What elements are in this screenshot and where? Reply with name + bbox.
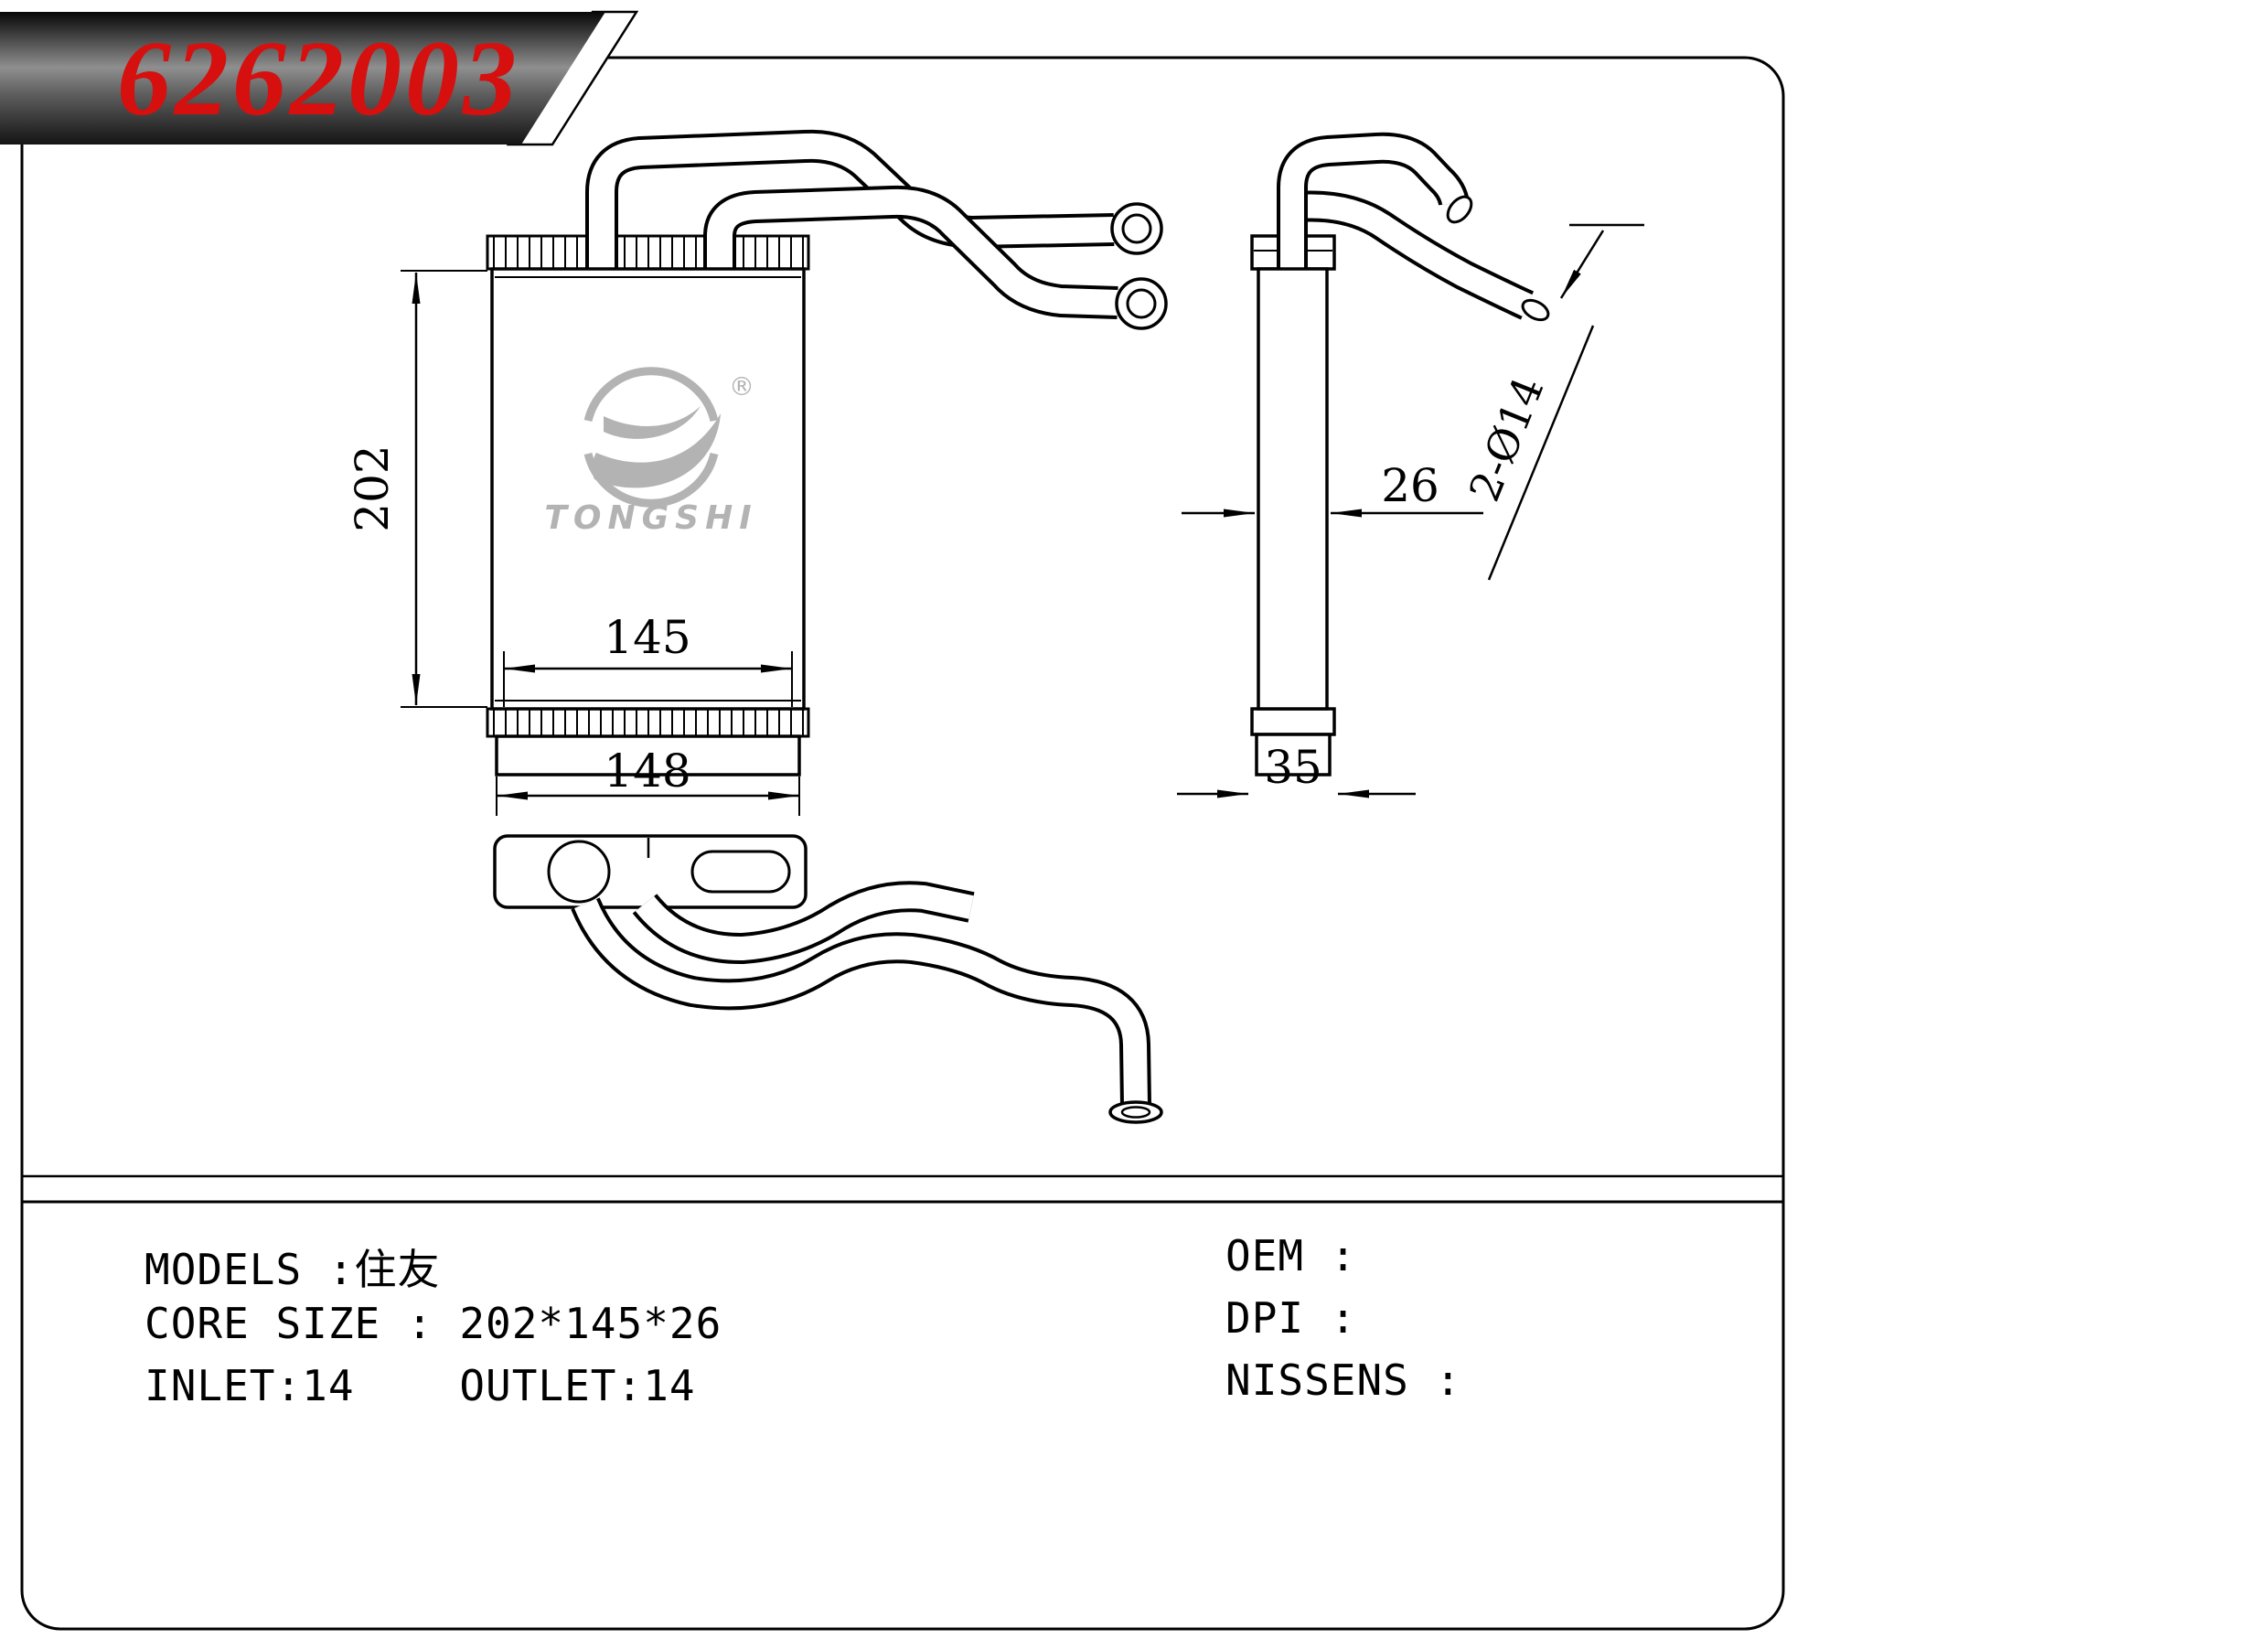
logo-brand-text: TONGSHI	[544, 499, 757, 537]
spec-oem: OEM :	[1225, 1231, 1357, 1280]
dim-core-height-value: 202	[346, 445, 399, 531]
pipe-fitting-rings	[1110, 202, 1168, 330]
dim-tank-depth-value: 35	[1264, 741, 1322, 794]
side-pipe-far-opening	[1521, 298, 1550, 322]
side-pipe-near	[1277, 132, 1470, 271]
logo-swoosh-upper	[604, 406, 701, 439]
side-pipe-near-opening	[1446, 195, 1473, 224]
dim-core-depth-value: 26	[1381, 459, 1439, 512]
pipe-diameter-note-value: 2-Ø14	[1460, 370, 1554, 508]
spec-inlet-outlet: INLET:14 OUTLET:14	[144, 1361, 696, 1410]
dim-core-height: 202	[346, 270, 487, 708]
front-view: ® TONGSHI 202 145 148	[346, 129, 1168, 816]
spec-core-size: CORE SIZE : 202*145*26	[144, 1299, 722, 1348]
logo-swoosh-lower	[592, 413, 721, 488]
dim-overall-width-value: 148	[604, 745, 690, 798]
top-view-inlet-hole	[547, 840, 611, 904]
logo-circle-top-arc	[583, 367, 719, 423]
side-pipe-far	[1295, 190, 1535, 320]
outlet-pipe	[703, 185, 1118, 319]
side-view: 26 35 2-Ø14	[1177, 132, 1644, 798]
top-view-tank	[493, 834, 808, 909]
side-bottom-tank	[1255, 733, 1332, 777]
side-bottom-header	[1250, 707, 1336, 736]
part-number-banner: 6262003	[0, 10, 639, 146]
dim-overall-width: 148	[496, 745, 800, 816]
dim-tank-depth: 35	[1177, 741, 1416, 798]
banner-background	[0, 12, 605, 145]
dim-core-width: 145	[503, 611, 793, 707]
dim-core-width-value: 145	[604, 611, 690, 664]
top-view-pipe-end-bore	[1120, 1106, 1151, 1119]
top-view-outlet-slot	[690, 850, 791, 894]
bottom-tank	[495, 734, 801, 777]
top-header-plate	[486, 234, 810, 271]
side-core-column	[1257, 267, 1329, 711]
registered-mark-icon: ®	[729, 371, 754, 402]
tongshi-logo: ® TONGSHI	[544, 367, 757, 537]
part-number: 6262003	[117, 18, 520, 138]
bottom-header-plate	[486, 707, 810, 738]
spec-models: MODELS :住友	[144, 1245, 441, 1294]
top-view-pipe-near	[632, 881, 975, 965]
spec-nissens: NISSENS :	[1225, 1355, 1462, 1405]
spec-dpi: DPI :	[1225, 1293, 1357, 1343]
border-frame	[20, 56, 1785, 1631]
top-view	[493, 834, 1163, 1124]
top-view-pipe-far	[571, 897, 1151, 1106]
dim-core-depth: 26	[1182, 459, 1483, 518]
core-body	[490, 267, 806, 711]
